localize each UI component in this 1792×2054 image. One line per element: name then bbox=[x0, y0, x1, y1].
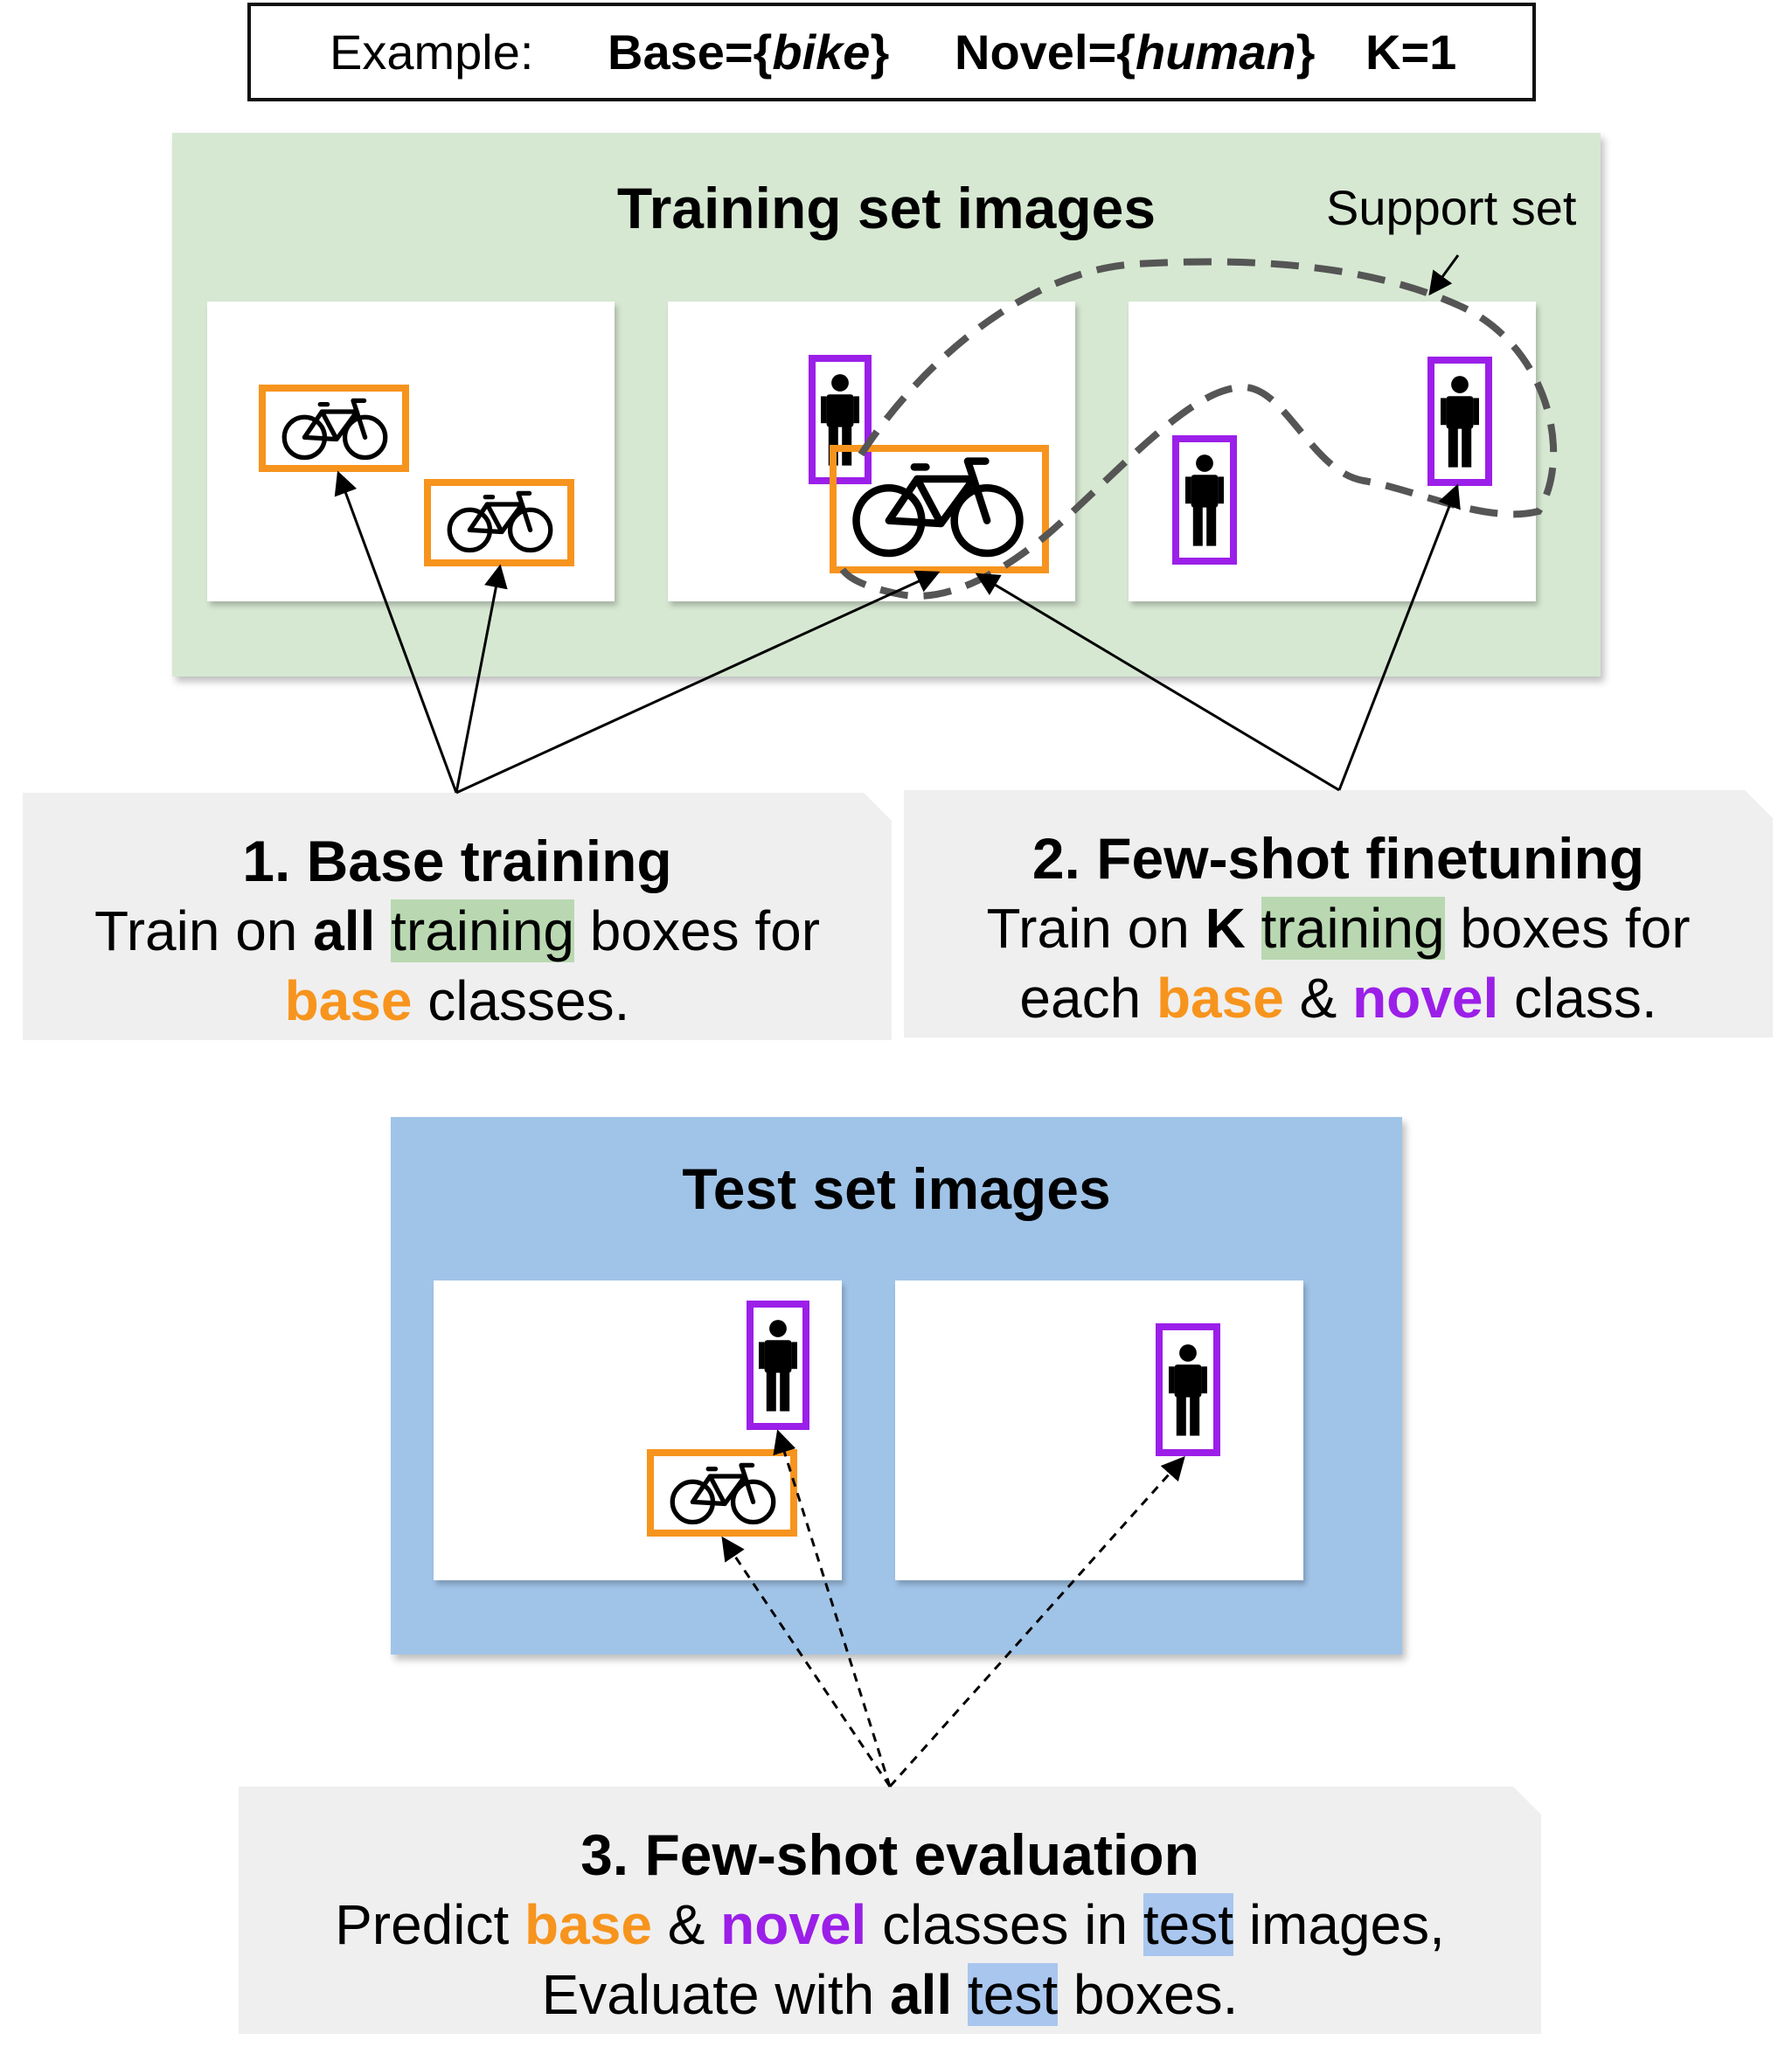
bike-box-train1-b bbox=[424, 479, 574, 566]
person-box-train3-b bbox=[1427, 357, 1492, 486]
step2-line2: each base & novel class. bbox=[1019, 967, 1657, 1030]
example-header: Example: Base={bike} Novel={human} K=1 bbox=[247, 3, 1536, 101]
training-image-1 bbox=[207, 302, 615, 601]
bike-box-train1-a bbox=[259, 385, 409, 472]
support-set-label: Support set bbox=[1326, 180, 1577, 235]
bike-box-train2 bbox=[830, 445, 1049, 573]
step3-title: 3. Few-shot evaluation bbox=[580, 1822, 1199, 1887]
bike-box-test1 bbox=[647, 1449, 797, 1537]
person-box-train2 bbox=[809, 355, 872, 484]
test-image-2 bbox=[895, 1280, 1303, 1580]
example-base: Base={bike} bbox=[608, 24, 890, 80]
step2-title: 2. Few-shot finetuning bbox=[1031, 826, 1645, 891]
example-novel: Novel={human} bbox=[955, 24, 1316, 80]
step-base-training: 1. Base training Train on all training b… bbox=[23, 793, 892, 1040]
person-box-train3-a bbox=[1172, 435, 1237, 565]
step3-arrows bbox=[721, 1429, 1185, 1787]
support-set-pointer bbox=[1428, 254, 1460, 296]
step1-line2: base classes. bbox=[284, 969, 630, 1032]
step-few-shot-finetuning: 2. Few-shot finetuning Train on K traini… bbox=[904, 790, 1773, 1037]
step3-line2: Evaluate with all test boxes. bbox=[541, 1963, 1239, 2026]
example-label: Example: bbox=[330, 24, 534, 80]
step2-arrows bbox=[975, 483, 1461, 792]
test-set-title: Test set images bbox=[682, 1156, 1111, 1221]
step1-line1: Train on all training boxes for bbox=[94, 899, 821, 962]
person-box-test1 bbox=[747, 1301, 809, 1430]
example-k: K=1 bbox=[1365, 24, 1457, 80]
step-few-shot-evaluation: 3. Few-shot evaluation Predict base & no… bbox=[239, 1787, 1541, 2034]
step1-title: 1. Base training bbox=[242, 829, 672, 893]
step3-line1: Predict base & novel classes in test ima… bbox=[335, 1893, 1445, 1956]
person-box-test2 bbox=[1156, 1323, 1220, 1456]
step2-line1: Train on K training boxes for bbox=[986, 897, 1691, 960]
training-set-title: Training set images bbox=[616, 176, 1156, 240]
step1-arrows bbox=[334, 470, 941, 795]
